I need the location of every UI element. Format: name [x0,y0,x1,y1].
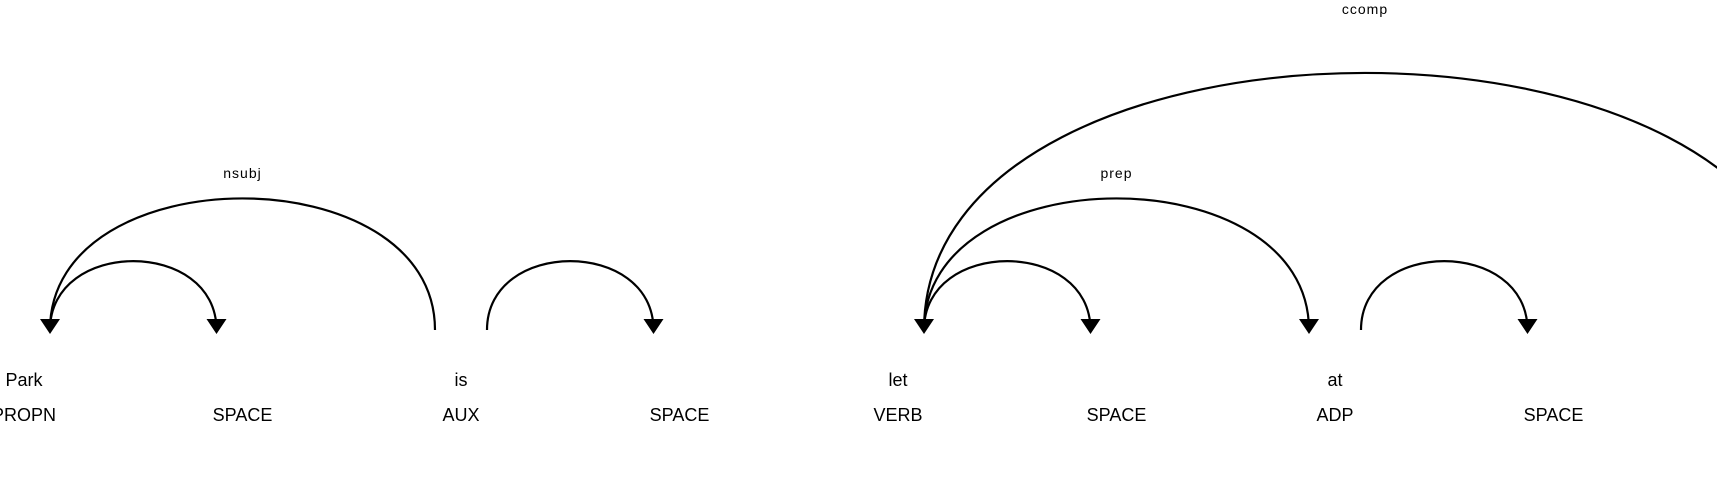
token-tag: VERB [873,405,922,425]
arrowhead [206,319,227,334]
dependency-arc [485,260,664,334]
arrowhead [1080,319,1101,334]
token-word: at [1327,370,1342,390]
arc-curve [1359,260,1529,331]
arrowhead [643,319,664,334]
dependency-arc-nsubj: nsubj [40,165,437,334]
arc-label: ccomp [1342,1,1388,17]
token-tag: SPACE [650,405,710,425]
arc-curve [922,260,1092,331]
arrowhead [40,319,60,334]
arc-curve [922,197,1311,331]
arc-label: nsubj [223,165,261,181]
dependency-arc-prep: prep [922,165,1319,334]
arc-curve [48,260,218,331]
arc-curve [48,197,437,331]
arrowhead [914,319,934,334]
arc-label: prep [1100,165,1132,181]
dependency-arc [1359,260,1538,334]
arc-curve [485,260,655,331]
arc-curve [922,71,1717,331]
arrowhead [1299,319,1319,334]
token-tag: SPACE [1087,405,1147,425]
token-tag: SPACE [213,405,273,425]
dependency-arc-ccomp: ccomp [914,1,1717,334]
token-tag: PROPN [0,405,56,425]
dependency-arc [48,260,227,334]
dependency-arc [922,260,1101,334]
token-word: let [888,370,907,390]
token-word: is [455,370,468,390]
arrowhead [1517,319,1538,334]
token-word: Park [5,370,43,390]
token-tag: SPACE [1524,405,1584,425]
token-tag: ADP [1316,405,1353,425]
token-tag: AUX [442,405,479,425]
